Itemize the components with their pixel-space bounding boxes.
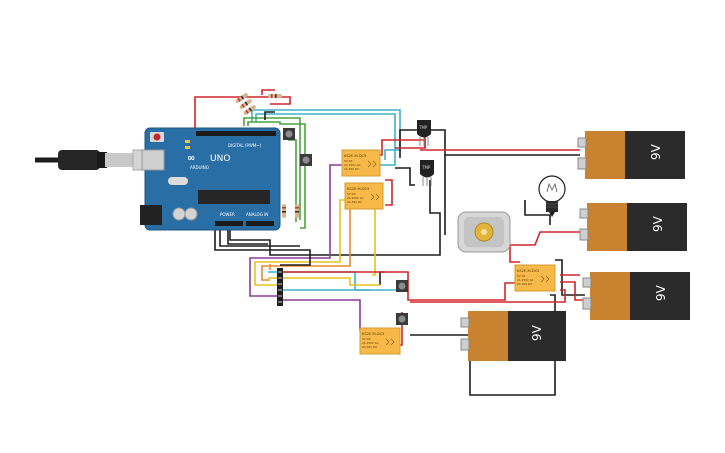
power-pin-header[interactable] [215,221,243,226]
battery-1[interactable]: 9V [577,131,685,179]
wire-black-10[interactable] [379,271,385,285]
relay-1-label: KS2E-M-DC5 [344,154,366,158]
relay-2-label: KS2E-M-DC5 [347,187,369,191]
digital-pin-header[interactable] [196,131,276,136]
relay-4[interactable]: KS2E-M-DC5 5V DC 2A 250V AC 2A 30V DC [359,327,401,355]
relay-4-spec-1: 5V DC [362,337,371,341]
resistor-4[interactable] [268,94,282,98]
power-header-label: POWER [220,212,235,217]
resistors [235,92,299,218]
temperature-sensor-2[interactable]: TMP [420,160,434,186]
board-brand: UNO [210,154,230,164]
wire-red-4[interactable] [385,179,393,206]
wire-black-13[interactable] [219,230,300,247]
temperature-sensors: TMP TMP [417,120,434,186]
wire-red-9[interactable] [410,289,566,303]
relay-3-spec-3: 2A 30V DC [517,282,532,286]
relay-3-spec-1: 5V DC [517,274,526,278]
relay-3-label: KS2E-M-DC5 [517,269,539,273]
push-button-3[interactable] [396,280,408,292]
battery-3-label: 9V [654,284,668,301]
wire-red-2[interactable] [261,89,275,95]
wire-yellow-3[interactable] [268,277,380,286]
relay-2-spec-1: 5V DC [347,192,356,196]
relay-2-spec-3: 2A 30V DC [347,200,362,204]
wire-red-8[interactable] [509,231,580,263]
wire-black-9[interactable] [469,294,556,396]
relay-1-spec-3: 2A 30V DC [344,167,359,171]
wire-black-7[interactable] [555,259,585,296]
light-bulb[interactable] [538,175,566,217]
relay-4-spec-3: 2A 30V DC [362,345,377,349]
battery-4[interactable]: 9V [460,311,566,361]
wire-black-6[interactable] [524,200,551,225]
wire-yellow-1[interactable] [254,199,345,286]
relay-3[interactable]: KS2E-M-DC5 5V DC 2A 250V AC 2A 30V DC [514,264,556,292]
relay-2[interactable]: KS2E-M-DC5 5V DC 2A 250V AC 2A 30V DC [344,182,384,210]
dc-motor[interactable] [457,211,511,253]
battery-3[interactable]: 9V [582,272,690,320]
wire-green-3[interactable] [288,139,297,222]
wire-black-3[interactable] [229,180,441,256]
resistor-3[interactable] [243,104,257,115]
battery-2[interactable]: 9V [579,203,687,251]
wire-black-1[interactable] [264,111,275,120]
digital-header-label: DIGITAL (PWM~) [228,143,262,148]
power-jack[interactable] [140,205,162,225]
push-button-2[interactable] [300,154,312,166]
wire-orange-1[interactable] [261,200,351,281]
bulb-icon [538,175,566,203]
temperature-sensor-1[interactable]: TMP [417,120,431,146]
push-buttons [283,128,408,325]
wire-black-11[interactable] [395,167,415,186]
wire-black-12[interactable] [214,230,311,266]
wire-cyan-3[interactable] [268,271,405,291]
relay-3-spec-2: 2A 250V AC [517,278,534,282]
battery-2-label: 9V [651,215,665,232]
arduino-logo-icon: ∞ [187,153,195,164]
microcontroller-chip [198,190,270,204]
wire-red-1[interactable] [194,96,291,130]
wire-purple-1[interactable] [249,164,342,297]
relay-4-spec-2: 2A 250V AC [362,341,379,345]
push-button-1[interactable] [283,128,295,140]
battery-4-label: 9V [530,324,544,341]
wire-black-4[interactable] [227,230,268,245]
wire-yellow-2[interactable] [362,199,376,276]
pin-header-strip[interactable] [277,268,283,306]
wire-red-7[interactable] [560,281,585,301]
relays: KS2E-M-DC5 5V DC 2A 250V AC 2A 30V DC KS… [341,149,556,355]
resistor-1[interactable] [235,92,249,103]
board-sub-brand: ARDUINO [190,165,209,170]
battery-1-label: 9V [649,143,663,160]
wires [194,89,585,396]
relay-1[interactable]: KS2E-M-DC5 5V DC 2A 250V AC 2A 30V DC [341,149,381,177]
wire-green-2[interactable] [247,121,306,229]
resistor-6[interactable] [295,204,299,218]
sensor-2-label: TMP [421,165,431,170]
relay-1-spec-2: 2A 250V AC [344,163,361,167]
relay-2-spec-2: 2A 250V AC [347,196,364,200]
analog-pin-header[interactable] [246,221,274,226]
wire-purple-2[interactable] [280,299,363,331]
resistor-2[interactable] [239,98,253,109]
relay-4-label: KS2E-M-DC5 [362,332,384,336]
resistor-5[interactable] [282,204,286,218]
wire-cyan-2[interactable] [255,113,396,166]
analog-header-label: ANALOG IN [246,212,268,217]
batteries: 9V 9V 9V 9V [460,131,690,361]
relay-1-spec-1: 5V DC [344,159,353,163]
reset-button[interactable] [153,133,161,141]
arduino-uno-board[interactable]: ∞ UNO ARDUINO DIGITAL (PWM~) POWER ANALO… [140,127,281,231]
push-button-4[interactable] [396,313,408,325]
wire-red-3[interactable] [280,271,515,301]
sensor-1-label: TMP [418,125,428,130]
